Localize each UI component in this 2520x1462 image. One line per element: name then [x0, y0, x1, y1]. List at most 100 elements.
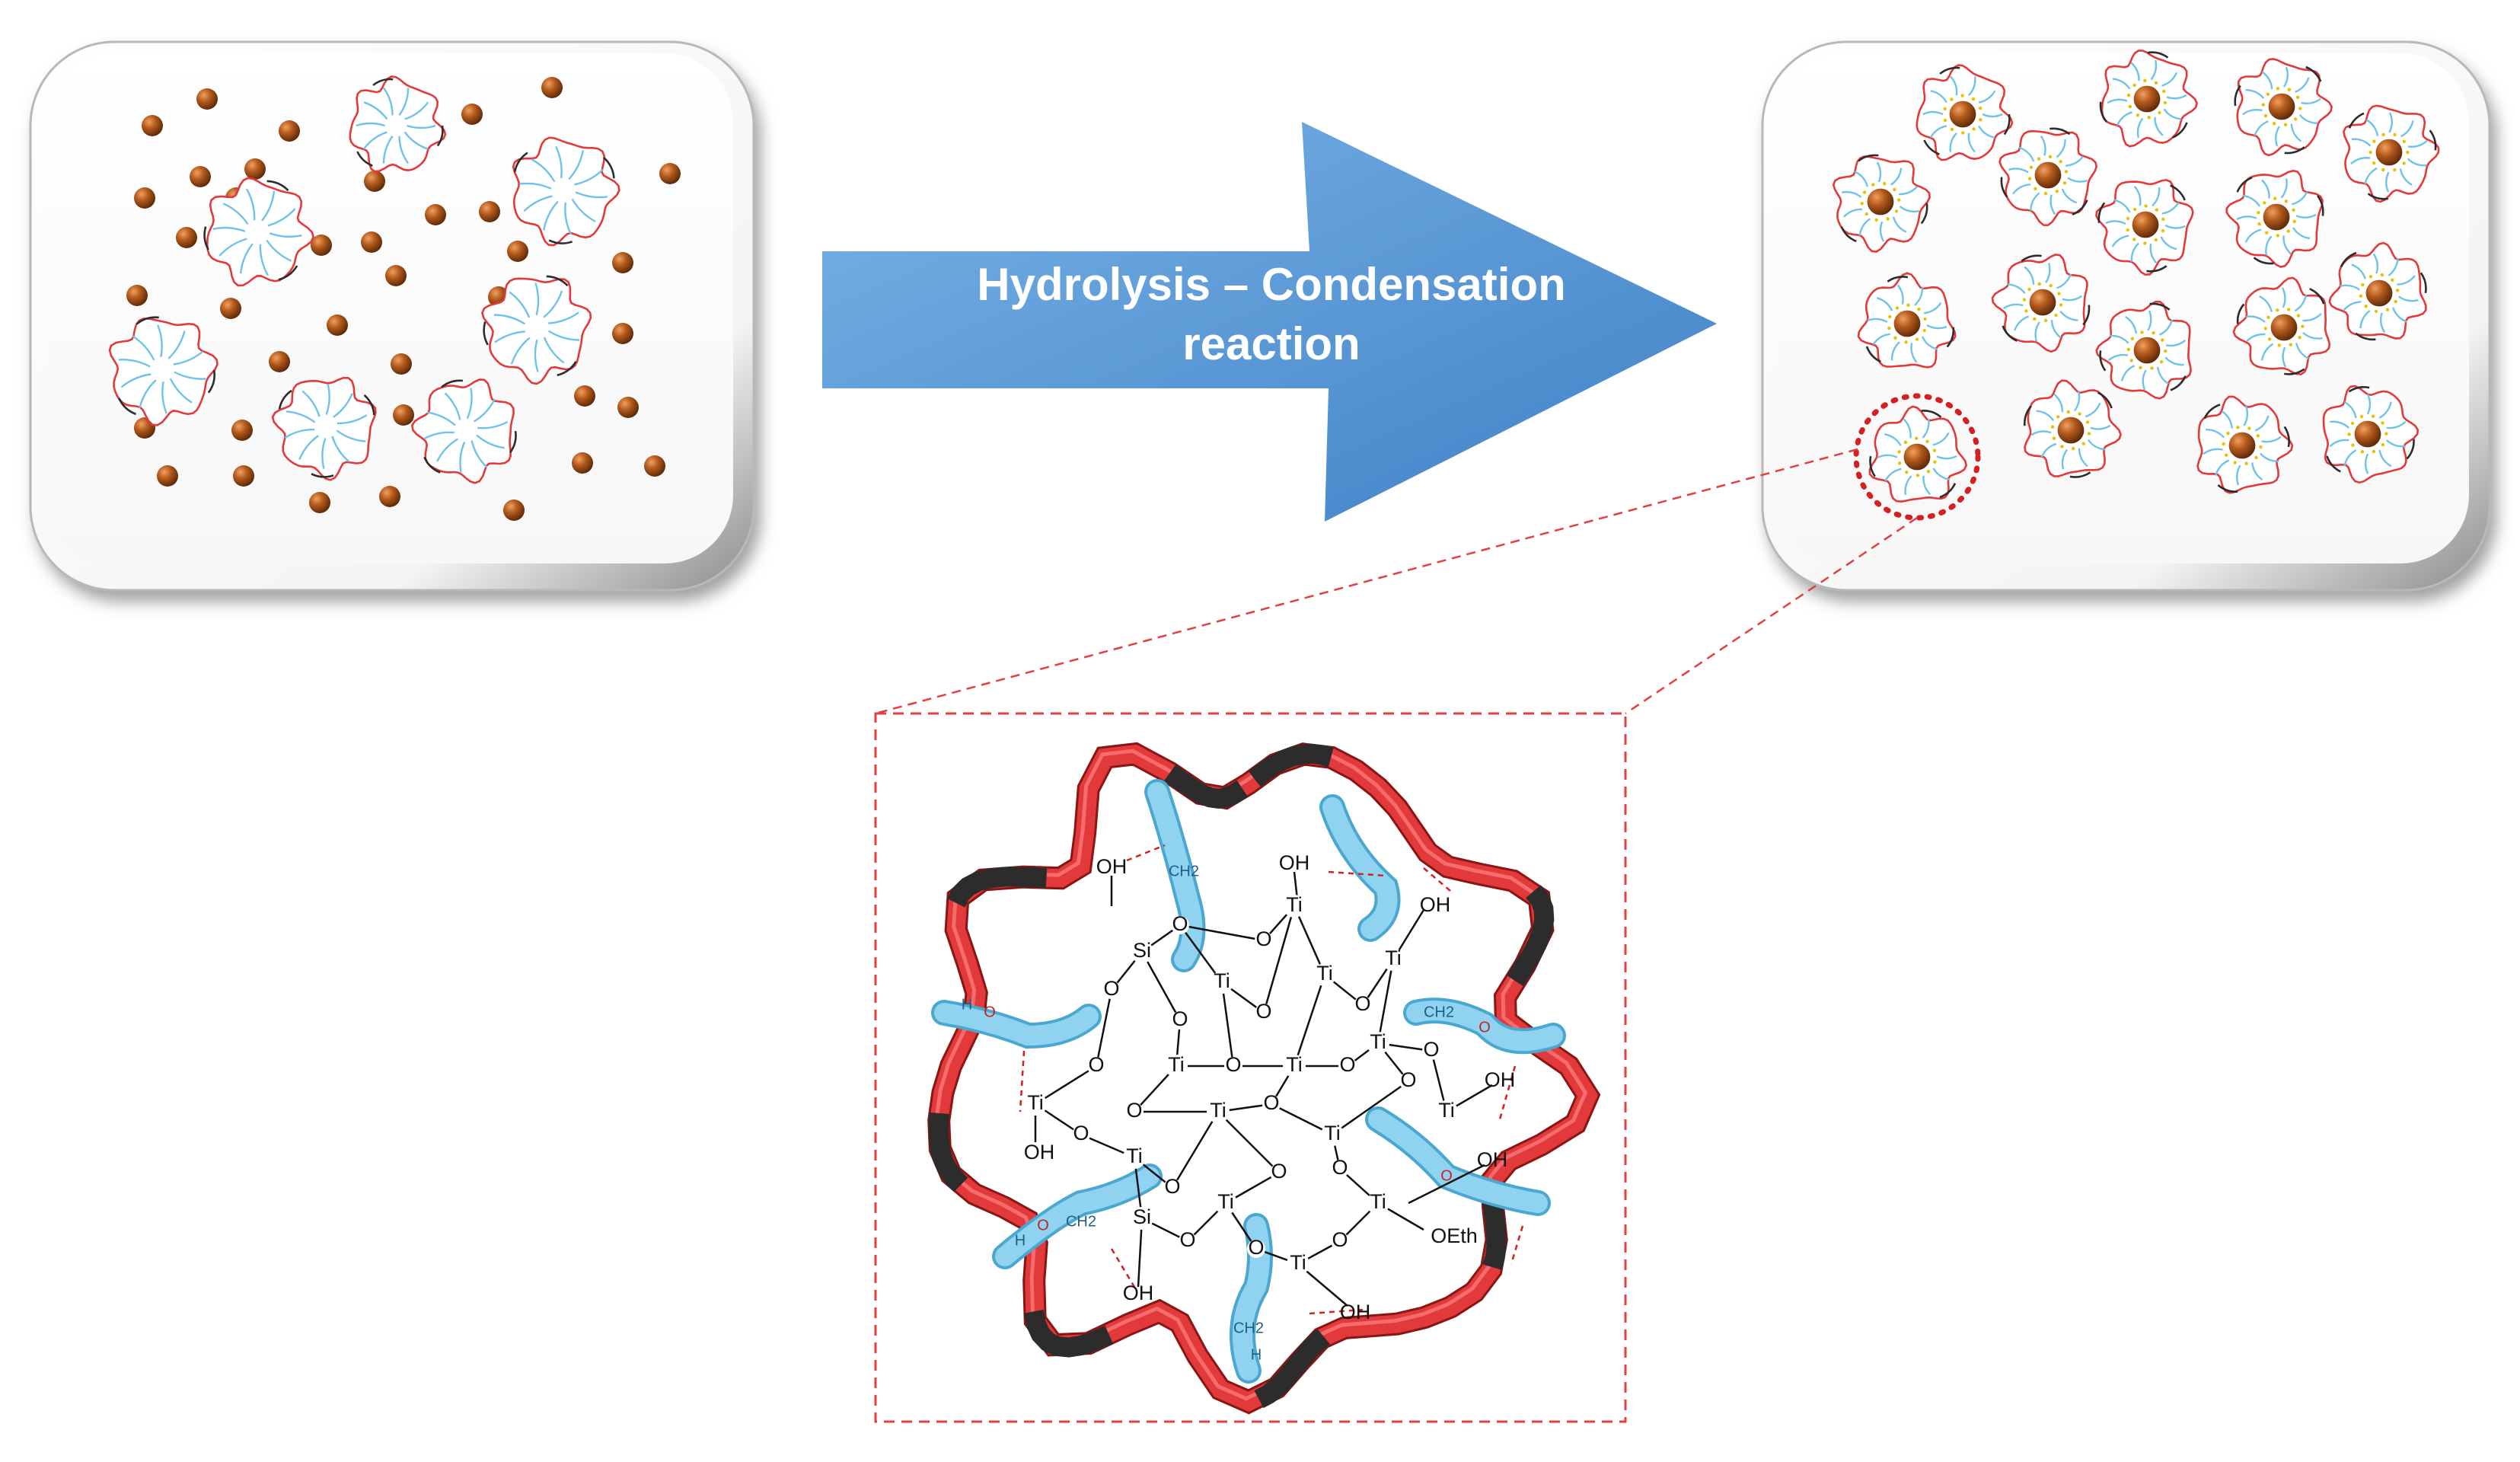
chain-methylene: CH2	[1066, 1213, 1096, 1230]
loaded-micelle	[2232, 276, 2331, 375]
oxygen-atom: O	[1126, 1099, 1142, 1122]
titanium-atom: Ti	[1027, 1091, 1044, 1114]
oxide-core	[1893, 310, 1921, 337]
titanium-atom: Ti	[1316, 962, 1333, 985]
oxygen-atom: O	[1332, 1156, 1348, 1179]
hydroxyl-group: OH	[1340, 1301, 1371, 1323]
oxygen-atom: O	[1354, 992, 1370, 1015]
loaded-micelle	[1916, 64, 2014, 161]
particle	[361, 231, 382, 253]
oxide-core	[2057, 417, 2085, 444]
chain-oxygen: O	[984, 1004, 996, 1020]
loaded-micelle	[2099, 49, 2198, 148]
titanium-atom: Ti	[1370, 1190, 1386, 1213]
oxide-core	[2133, 337, 2161, 364]
loaded-micelle	[1998, 127, 2098, 227]
oxide-core	[2354, 420, 2381, 448]
oxygen-atom: O	[1248, 1236, 1264, 1259]
oxide-core	[2133, 85, 2161, 113]
empty-micelle	[271, 376, 377, 481]
hydroxyl-group: OH	[1420, 893, 1451, 916]
particle	[126, 285, 148, 306]
oxide-core	[2268, 93, 2295, 120]
silicon-atom: Si	[1133, 939, 1151, 962]
particle	[574, 385, 595, 407]
particle	[196, 88, 218, 110]
hydroxyl-group: OH	[1024, 1141, 1055, 1164]
hydroxyl-group: OH	[1096, 855, 1128, 878]
chain-oxygen: O	[1440, 1167, 1453, 1184]
chain-methylene: CH2	[1233, 1320, 1264, 1336]
oxide-core	[1949, 101, 1976, 128]
reaction-label-line1: Hydrolysis – Condensation	[977, 259, 1566, 310]
particle	[425, 204, 446, 225]
loaded-micelle	[2023, 379, 2122, 478]
oxide-core	[2375, 139, 2403, 166]
oxygen-atom: O	[1073, 1122, 1089, 1144]
empty-micelle	[203, 177, 314, 287]
oxide-core	[2263, 203, 2290, 231]
empty-micelle	[410, 378, 517, 484]
oxygen-atom: O	[1332, 1228, 1348, 1251]
particle	[142, 115, 163, 136]
oxide-core	[2132, 211, 2159, 238]
hydroxyl-group: OH	[1477, 1148, 1508, 1171]
particle	[327, 314, 348, 336]
particle	[311, 235, 332, 256]
particle	[364, 171, 385, 192]
titanium-atom: Ti	[1286, 1053, 1303, 1076]
particle	[644, 455, 665, 477]
titanium-atom: Ti	[1126, 1144, 1143, 1167]
particle	[190, 166, 211, 187]
oxygen-atom: O	[1164, 1175, 1180, 1198]
particle	[279, 120, 300, 142]
loaded-micelle	[2343, 104, 2440, 203]
filled-micelles	[1832, 49, 2440, 503]
chain-hydrogen: H	[1251, 1346, 1262, 1363]
initial-state-panel	[29, 40, 755, 592]
oxide-core	[1903, 443, 1931, 471]
reaction-arrow	[822, 122, 1717, 522]
loaded-micelle	[2095, 300, 2192, 400]
empty-micelle	[512, 136, 620, 247]
particle	[612, 252, 633, 273]
particle	[157, 465, 178, 487]
oxide-core	[2034, 161, 2062, 189]
titanium-atom: Ti	[1210, 1099, 1227, 1122]
loaded-micelle	[2225, 169, 2324, 268]
chain-hydrogen: H	[1015, 1232, 1026, 1249]
titanium-atom: Ti	[1370, 1030, 1386, 1053]
chain-hydrogen: H	[962, 996, 972, 1013]
oxygen-atom: O	[1179, 1228, 1195, 1251]
loaded-micelle	[2322, 385, 2420, 484]
oxygen-atom: O	[1172, 912, 1188, 935]
oxygen-atom: O	[1423, 1038, 1439, 1061]
hydroxyl-group: OH	[1123, 1282, 1154, 1304]
particle	[309, 492, 330, 513]
empty-micelles	[108, 75, 620, 484]
oxide-core	[2228, 432, 2256, 459]
ethoxy-group: OEth	[1431, 1224, 1478, 1247]
titanium-atom: Ti	[1217, 1190, 1234, 1213]
oxide-core	[1867, 188, 1894, 215]
oxygen-atom: O	[1400, 1068, 1416, 1091]
particle	[220, 298, 241, 319]
final-state-panel	[1761, 40, 2491, 592]
hydroxyl-group: OH	[1279, 851, 1310, 874]
chain-oxygen: O	[1479, 1019, 1491, 1036]
titanium-atom: Ti	[1324, 1122, 1341, 1144]
oxygen-atom: O	[1103, 977, 1119, 1000]
oxide-core	[2029, 289, 2056, 316]
titanium-atom: Ti	[1290, 1251, 1306, 1274]
oxygen-atom: O	[1255, 1000, 1271, 1023]
particle	[612, 323, 633, 344]
chain-methylene: CH2	[1424, 1004, 1454, 1020]
loaded-micelle	[1991, 254, 2091, 353]
particle	[385, 265, 407, 286]
titanium-atom: Ti	[1385, 946, 1402, 969]
particle	[572, 452, 593, 474]
free-particles	[126, 77, 681, 521]
loaded-micelle	[2234, 58, 2333, 157]
titanium-atom: Ti	[1214, 969, 1230, 992]
